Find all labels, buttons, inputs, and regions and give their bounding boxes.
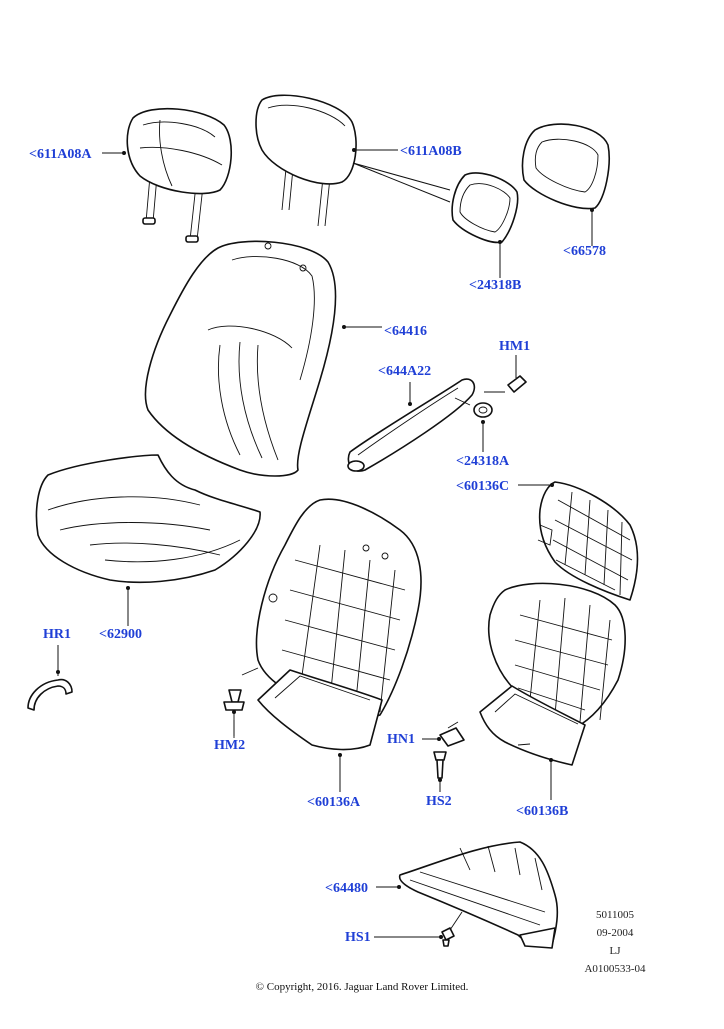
headrest-611a08a[interactable] [126, 107, 233, 243]
headrest-cover-24318b[interactable] [451, 172, 519, 244]
callout-hm2[interactable]: HM2 [214, 738, 246, 753]
callout-60136a[interactable]: <60136A [307, 795, 361, 810]
callout-611a08a[interactable]: <611A08A [29, 147, 92, 162]
drawing-initials: LJ [609, 945, 621, 957]
callout-24318b[interactable]: <24318B [469, 278, 522, 293]
callout-64480[interactable]: <64480 [325, 881, 368, 896]
seat-back-frame-60136a[interactable] [255, 498, 422, 751]
drawing-info: 5011005 09-2004 LJ A0100533-04 [570, 906, 660, 978]
hook-hr1[interactable] [27, 678, 73, 711]
seat-cushion-62900[interactable] [35, 454, 261, 584]
nut-hn1[interactable] [439, 721, 465, 747]
callout-24318a[interactable]: <24318A [456, 454, 510, 469]
callout-64416[interactable]: <64416 [384, 324, 427, 339]
callout-60136b[interactable]: <60136B [516, 804, 569, 819]
callout-hn1[interactable]: HN1 [387, 732, 415, 747]
screw-hs1[interactable] [441, 911, 463, 947]
armrest-644a22[interactable] [347, 378, 476, 472]
seat-back-frame-60136b[interactable] [479, 582, 626, 766]
copyright-notice: © Copyright, 2016. Jaguar Land Rover Lim… [255, 981, 469, 993]
callout-60136c[interactable]: <60136C [456, 479, 510, 494]
drawing-reference: A0100533-04 [584, 963, 646, 975]
callout-66578[interactable]: <66578 [563, 244, 606, 259]
callout-hm1[interactable]: HM1 [499, 339, 531, 354]
callout-611a08b[interactable]: <611A08B [400, 144, 462, 159]
callout-644a22[interactable]: <644A22 [378, 364, 432, 379]
pin-hm2[interactable] [223, 667, 259, 738]
callout-hs1[interactable]: HS1 [345, 930, 371, 945]
callout-hs2[interactable]: HS2 [426, 794, 452, 809]
headrest-611a08b[interactable] [255, 94, 357, 227]
seat-back-frame-60136c[interactable] [537, 481, 639, 601]
drawing-date: 09-2004 [596, 927, 634, 939]
headrest-66578[interactable] [521, 123, 610, 210]
seat-back-64416[interactable] [144, 240, 337, 477]
screw-hs2[interactable] [433, 751, 447, 779]
callout-62900[interactable]: <62900 [99, 627, 142, 642]
drawing-number: 5011005 [595, 909, 635, 921]
callout-hr1[interactable]: HR1 [43, 627, 71, 642]
clip-24318a[interactable] [454, 397, 493, 418]
seat-base-trim-64480[interactable] [398, 841, 559, 949]
pin-hm1[interactable] [484, 355, 527, 393]
